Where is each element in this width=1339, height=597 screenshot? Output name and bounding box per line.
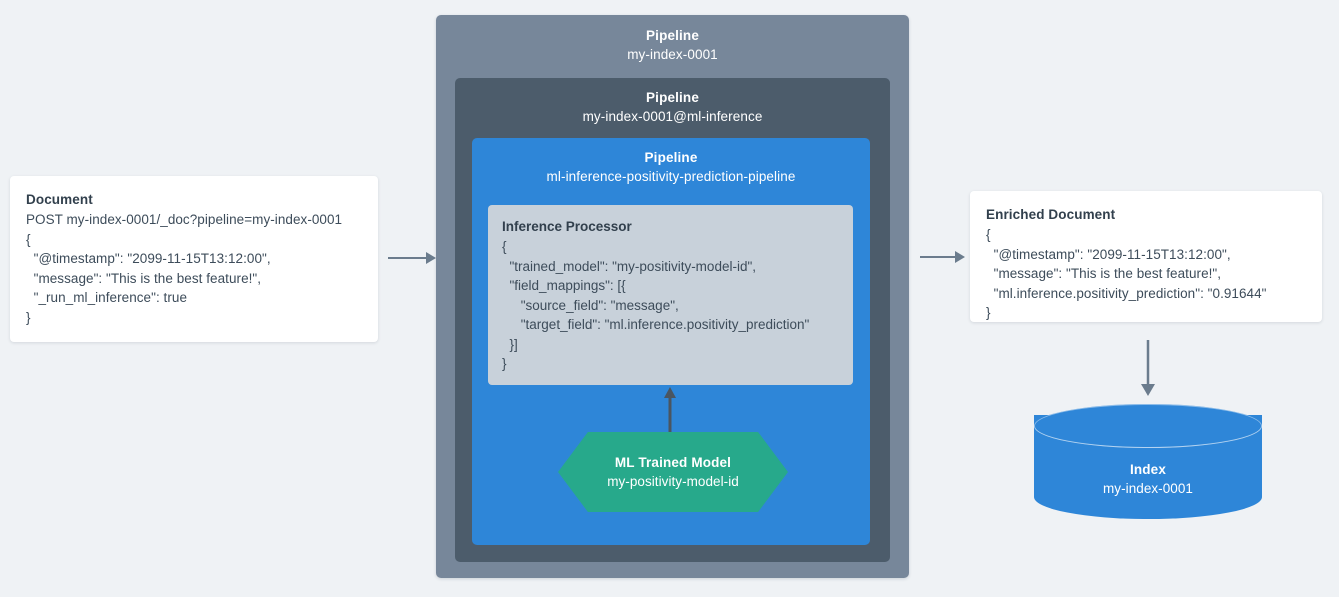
inference-processor-line: }: [502, 356, 507, 371]
arrow-document-to-pipeline-icon: [388, 250, 436, 266]
index-label-group: Index my-index-0001: [1034, 460, 1262, 498]
source-document-line: "_run_ml_inference": true: [26, 290, 188, 305]
source-document-line: {: [26, 231, 31, 247]
inference-processor-line: "source_field": "message",: [502, 297, 679, 313]
index-name: my-index-0001: [1103, 481, 1193, 496]
enriched-document-line: {: [986, 227, 991, 242]
index-cylinder: Index my-index-0001: [1034, 404, 1262, 530]
pipeline-middle-header: Pipeline my-index-0001@ml-inference: [455, 78, 890, 126]
inference-processor-line: {: [502, 239, 507, 254]
pipeline-inner-name: ml-inference-positivity-prediction-pipel…: [546, 169, 796, 184]
arrow-enriched-to-index-icon: [1139, 340, 1157, 396]
pipeline-inner-label: Pipeline: [644, 150, 698, 165]
source-document-line: "message": "This is the best feature!",: [26, 270, 262, 286]
enriched-document-title: Enriched Document: [986, 207, 1116, 222]
arrow-pipeline-to-enriched-icon: [920, 249, 965, 265]
enriched-document-line: "message": "This is the best feature!",: [986, 266, 1222, 281]
arrow-model-to-processor-icon: [661, 387, 679, 435]
inference-processor-line: }]: [502, 336, 518, 352]
pipeline-inner-header: Pipeline ml-inference-positivity-predict…: [472, 138, 870, 186]
source-document-line: "@timestamp": "2099-11-15T13:12:00",: [26, 251, 271, 266]
source-document-title: Document: [26, 192, 93, 207]
cylinder-top-outline: [1034, 404, 1262, 448]
enriched-document-line: "@timestamp": "2099-11-15T13:12:00",: [986, 246, 1231, 262]
pipeline-middle-label: Pipeline: [646, 90, 699, 105]
enriched-document-line: "ml.inference.positivity_prediction": "0…: [986, 285, 1267, 301]
ml-trained-model-name: my-positivity-model-id: [607, 474, 739, 489]
inference-processor-line: "trained_model": "my-positivity-model-id…: [502, 258, 757, 274]
enriched-document-line: }: [986, 305, 991, 320]
inference-processor-line: "target_field": "ml.inference.positivity…: [502, 317, 810, 332]
enriched-document-card: Enriched Document { "@timestamp": "2099-…: [970, 191, 1322, 322]
source-document-card: Document POST my-index-0001/_doc?pipelin…: [10, 176, 378, 342]
inference-processor-title: Inference Processor: [502, 219, 632, 234]
inference-processor-card: Inference Processor { "trained_model": "…: [488, 205, 853, 385]
index-label: Index: [1129, 462, 1166, 477]
ml-trained-model-label: ML Trained Model: [614, 455, 732, 470]
pipeline-outer-name: my-index-0001: [627, 47, 718, 62]
pipeline-outer-header: Pipeline my-index-0001: [436, 15, 909, 64]
pipeline-middle-name: my-index-0001@ml-inference: [582, 109, 763, 124]
pipeline-outer-label: Pipeline: [646, 28, 699, 43]
source-document-line: }: [26, 309, 31, 325]
source-document-line: POST my-index-0001/_doc?pipeline=my-inde…: [26, 212, 343, 227]
inference-processor-line: "field_mappings": [{: [502, 278, 626, 293]
ml-trained-model-hexagon: ML Trained Model my-positivity-model-id: [558, 432, 788, 512]
